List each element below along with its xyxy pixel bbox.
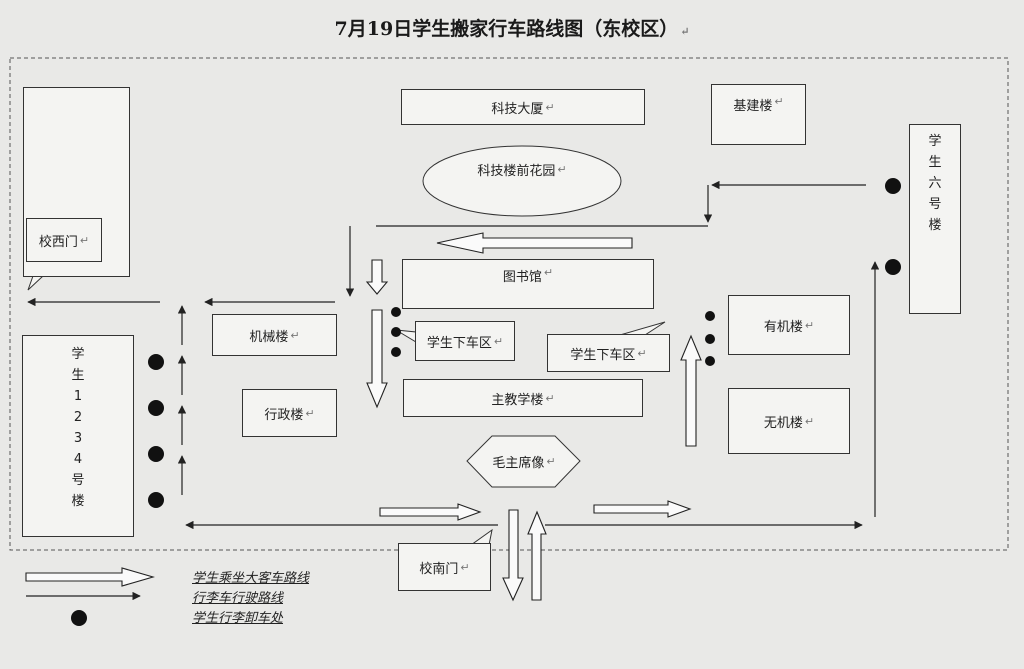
bus-arrow-down-short	[365, 259, 389, 295]
unload-dot-dorm6-2	[885, 259, 901, 275]
bus-arrow-north-gate	[527, 510, 547, 601]
unload-dot-dorm6-1	[885, 178, 901, 194]
building-xiaonan-men: 校南门↵	[398, 543, 491, 591]
unload-dot-youji-3	[705, 356, 715, 366]
dropoff-right: 学生下车区↵	[547, 334, 670, 372]
unload-dot-dorm1234-3	[148, 446, 164, 462]
building-xiaoxi-men: 校西门↵	[26, 218, 102, 262]
building-dorm-6: 学生六号楼	[909, 124, 961, 314]
unload-dot-youji-2	[705, 334, 715, 344]
legend-unload-dot	[71, 610, 87, 626]
garden-ellipse	[422, 145, 622, 217]
dropoff-left: 学生下车区↵	[415, 321, 515, 361]
statue-hexagon	[466, 435, 581, 488]
bus-route-arrows	[365, 232, 702, 602]
unload-dot-dropoff-3	[391, 347, 401, 357]
bus-arrow-south-gate	[502, 509, 524, 602]
building-zhujiaoxue-lou: 主教学楼↵	[403, 379, 643, 417]
bus-arrow-down-long	[366, 309, 388, 409]
building-wuji-lou: 无机楼↵	[728, 388, 850, 454]
legend-bus-route-label: 学生乘坐大客车路线	[192, 571, 310, 586]
unload-dots	[148, 178, 901, 508]
legend-unload-point-label: 学生行李卸车处	[192, 611, 284, 626]
unload-dot-youji-1	[705, 311, 715, 321]
legend-luggage-route-label: 行李车行驶路线	[192, 591, 284, 606]
building-youji-lou: 有机楼↵	[728, 295, 850, 355]
unload-dot-dorm1234-1	[148, 354, 164, 370]
unload-dot-dropoff-2	[391, 327, 401, 337]
bus-arrow-east-left	[379, 503, 482, 521]
bus-arrow-east-right	[593, 500, 692, 518]
unload-dot-dropoff-1	[391, 307, 401, 317]
luggage-route-lines	[27, 180, 880, 530]
building-xingzheng-lou: 行政楼↵	[242, 389, 337, 437]
building-jijian-lou: 基建楼↵	[711, 84, 806, 145]
building-jixie-lou: 机械楼↵	[212, 314, 337, 356]
label-keji-garden: 科技楼前花园↵	[477, 162, 567, 179]
bus-arrow-up-right	[680, 334, 702, 447]
page-title: 7月19日学生搬家行车路线图（东校区）↵	[334, 18, 690, 40]
legend-bus-arrow	[25, 567, 155, 587]
building-keji-dasha: 科技大厦↵	[401, 89, 645, 125]
unload-dot-dorm1234-4	[148, 492, 164, 508]
building-tushuguan: 图书馆↵	[402, 259, 654, 309]
bus-arrow-west-top	[436, 232, 633, 254]
label-mao-statue: 毛主席像↵	[492, 454, 556, 471]
unload-dot-dorm1234-2	[148, 400, 164, 416]
